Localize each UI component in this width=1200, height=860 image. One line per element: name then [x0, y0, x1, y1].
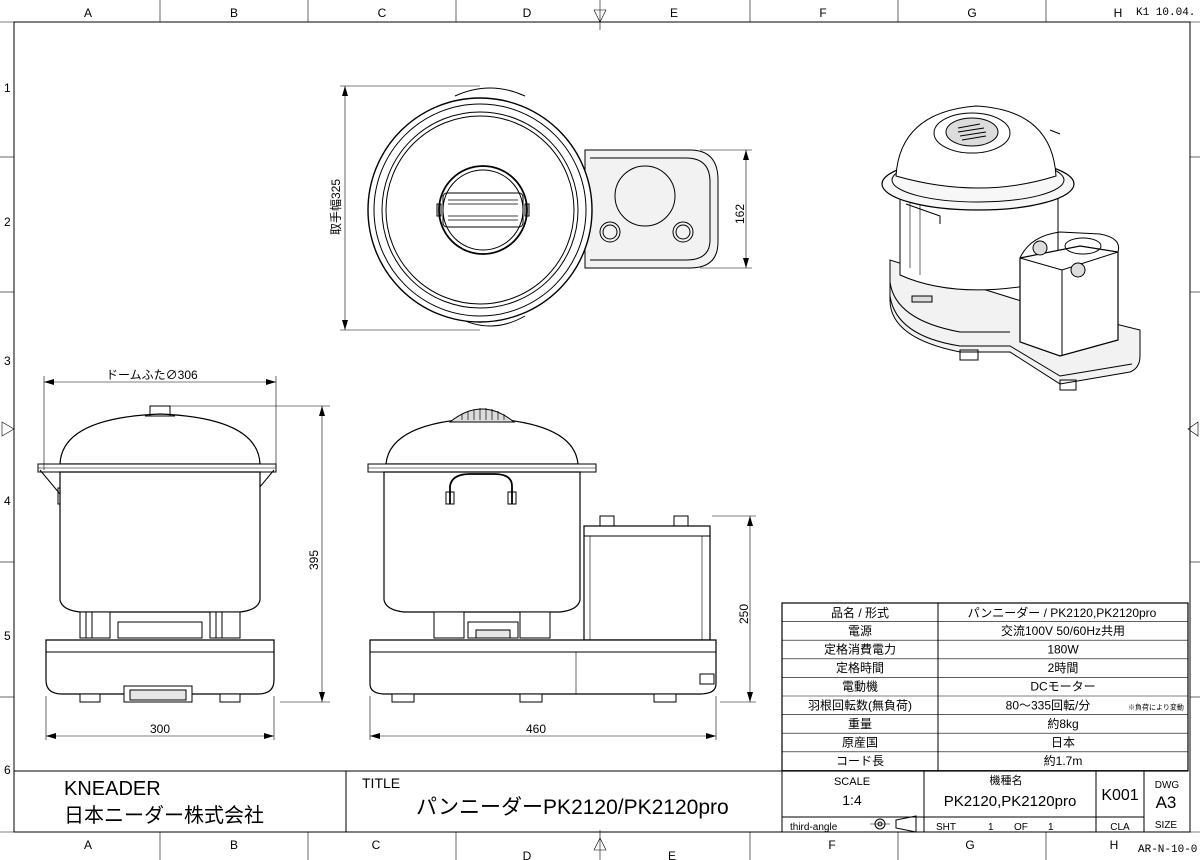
col-label-b-top: B	[230, 6, 238, 20]
row-label-3: 3	[4, 354, 11, 368]
col-label-e-bottom: E	[668, 849, 676, 860]
col-label-f-bottom: F	[828, 838, 835, 852]
spec-value: 約1.7m	[1044, 753, 1083, 768]
dim-dome-lid: ドームふた∅306	[106, 368, 198, 382]
spec-label: 羽根回転数(無負荷)	[808, 697, 912, 712]
sht-value: 1	[988, 822, 994, 833]
col-label-d-top: D	[523, 6, 532, 20]
title-label: TITLE	[362, 775, 400, 791]
side-view: 460 250	[367, 408, 756, 740]
spec-header-value: パンニーダー / PK2120,PK2120pro	[968, 605, 1157, 620]
col-label-h-bottom: H	[1110, 838, 1119, 852]
spec-value: 2時間	[1048, 661, 1079, 675]
model-label: 機種名	[990, 773, 1023, 787]
isometric-view	[881, 105, 1141, 391]
col-label-c-top: C	[378, 6, 387, 20]
row-label-2: 2	[4, 215, 11, 229]
col-label-b-bottom: B	[230, 838, 238, 852]
projection-label: third-angle	[790, 822, 838, 833]
col-label-g-bottom: G	[965, 838, 974, 852]
spec-value: 80〜335回転/分	[1006, 698, 1091, 712]
title-block: KNEADER 日本ニーダー株式会社 TITLE パンニーダーPK2120/PK…	[14, 770, 1188, 833]
row-label-5: 5	[4, 629, 11, 643]
row-label-6: 6	[4, 763, 11, 777]
col-label-h-top: H	[1114, 6, 1123, 20]
dim-height-motor: 250	[737, 604, 751, 624]
scale-value: 1:4	[842, 792, 862, 808]
front-view: ドームふた∅306 300 395	[37, 368, 330, 740]
spec-label: 重量	[848, 717, 872, 731]
corner-code-bottom: AR-N-10-0	[1138, 844, 1197, 856]
col-label-d-bottom: D	[523, 849, 532, 860]
col-label-c-bottom: C	[372, 838, 381, 852]
of-value: 1	[1048, 822, 1054, 833]
drawing-title: パンニーダーPK2120/PK2120pro	[416, 796, 729, 819]
spec-label: 定格消費電力	[824, 642, 896, 657]
spec-label: 電源	[848, 624, 872, 638]
size-value: A3	[1156, 793, 1177, 812]
col-label-a-bottom: A	[84, 838, 92, 852]
dim-width-side: 460	[526, 722, 546, 736]
col-label-e-top: E	[670, 6, 678, 20]
spec-label: 定格時間	[836, 660, 884, 675]
col-label-f-top: F	[819, 6, 826, 20]
col-label-g-top: G	[967, 6, 976, 20]
row-label-4: 4	[4, 494, 11, 508]
dim-height-total: 395	[307, 550, 321, 570]
dim-depth-top: 162	[733, 204, 747, 224]
company-name-jp: 日本ニーダー株式会社	[64, 804, 264, 827]
dwg-label: DWG	[1155, 780, 1180, 791]
spec-label: コード長	[836, 754, 884, 768]
spec-value: DCモーター	[1030, 680, 1095, 694]
sht-label: SHT	[936, 822, 956, 833]
company-name-en: KNEADER	[64, 778, 161, 800]
scale-label: SCALE	[834, 776, 870, 788]
row-label-1: 1	[4, 81, 11, 95]
model-value: PK2120,PK2120pro	[944, 793, 1077, 810]
cla-label: CLA	[1110, 822, 1130, 833]
corner-code-top: K1 10.04.	[1136, 7, 1195, 19]
spec-note: ※負荷により変動	[1128, 702, 1184, 711]
col-label-a-top: A	[84, 6, 92, 20]
spec-label: 原産国	[842, 735, 878, 750]
spec-table: 品名 / 形式 パンニーダー / PK2120,PK2120pro 電源 交流10…	[781, 602, 1189, 772]
spec-label: 電動機	[842, 679, 878, 694]
spec-value: 180W	[1047, 643, 1079, 657]
size-label: SIZE	[1155, 820, 1178, 831]
spec-value: 日本	[1051, 736, 1075, 750]
dim-handle-width: 取手幅325	[328, 179, 343, 235]
spec-header-label: 品名 / 形式	[831, 605, 889, 620]
drawing-number: K001	[1101, 787, 1138, 804]
projection-symbol-icon	[870, 815, 917, 833]
spec-value: 約8kg	[1047, 716, 1078, 731]
spec-value: 交流100V 50/60Hz共用	[1001, 623, 1125, 638]
top-view: 取手幅325 162	[328, 85, 752, 331]
dim-width-front: 300	[150, 722, 170, 736]
of-label: OF	[1014, 822, 1028, 833]
